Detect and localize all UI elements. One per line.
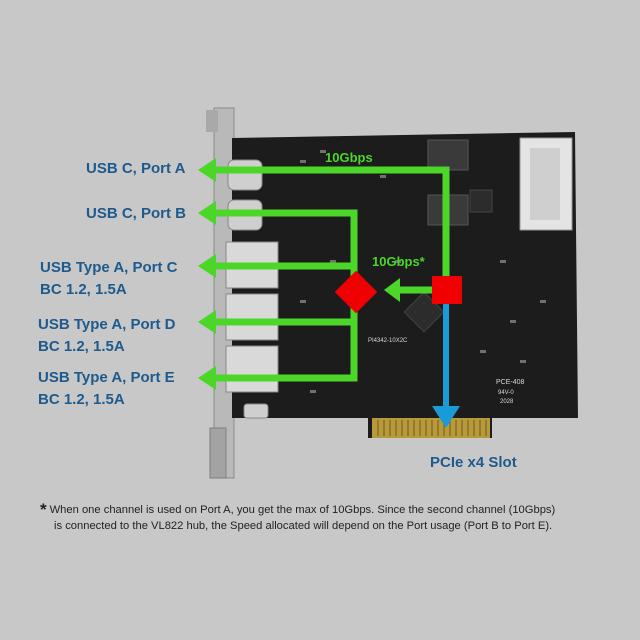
date-marking: 2028 bbox=[500, 399, 514, 405]
label-port-e: USB Type A, Port E BC 1.2, 1.5A bbox=[38, 367, 175, 411]
pcb-board: PI4342-10X2C PCE-408 94V-0 2028 bbox=[232, 132, 578, 438]
port-d-name: USB Type A, Port D bbox=[38, 316, 176, 333]
port-e-spec: BC 1.2, 1.5A bbox=[38, 391, 125, 408]
usb-a-port-d bbox=[225, 293, 279, 341]
port-c-name: USB Type A, Port C bbox=[40, 259, 178, 276]
arrowhead-port-e bbox=[198, 366, 216, 390]
port-e-name: USB Type A, Port E bbox=[38, 369, 175, 386]
speed-label-mid: 10Gbps* bbox=[372, 254, 425, 269]
label-port-a: USB C, Port A bbox=[86, 158, 185, 180]
arrowhead-pcie bbox=[432, 406, 460, 428]
port-b-name: USB C, Port B bbox=[86, 205, 187, 222]
port-d-spec: BC 1.2, 1.5A bbox=[38, 338, 125, 355]
green-data-paths bbox=[212, 166, 450, 382]
label-port-d: USB Type A, Port D BC 1.2, 1.5A bbox=[38, 314, 176, 358]
port-a-name: USB C, Port A bbox=[86, 160, 186, 177]
model-marking: PCE-408 bbox=[496, 379, 525, 386]
arrowhead-port-b bbox=[198, 201, 216, 225]
green-arrowheads bbox=[198, 158, 400, 390]
arrowhead-port-d bbox=[198, 310, 216, 334]
footnote-line2: is connected to the VL822 hub, the Speed… bbox=[54, 520, 553, 532]
label-port-b: USB C, Port B bbox=[86, 203, 186, 225]
rev-marking: 94V-0 bbox=[498, 390, 514, 396]
label-port-c: USB Type A, Port C BC 1.2, 1.5A bbox=[40, 257, 178, 301]
path-port-a bbox=[212, 166, 450, 280]
usb-a-port-e bbox=[225, 345, 279, 393]
hub-chip-marker bbox=[334, 270, 378, 314]
port-c-spec: BC 1.2, 1.5A bbox=[40, 281, 127, 298]
arrowhead-hub-link bbox=[384, 278, 400, 302]
usb-c-port-a bbox=[227, 159, 263, 191]
arrowhead-port-c bbox=[198, 254, 216, 278]
asterisk: * bbox=[40, 500, 47, 519]
speed-label-top: 10Gbps bbox=[325, 150, 373, 165]
footnote-line1: When one channel is used on Port A, you … bbox=[49, 504, 556, 516]
chip-marking: PI4342-10X2C bbox=[368, 338, 408, 344]
footnote: *When one channel is used on Port A, you… bbox=[40, 500, 610, 534]
blue-pcie-path bbox=[432, 300, 460, 428]
pcie-slot-label: PCIe x4 Slot bbox=[430, 454, 517, 471]
arrowhead-port-a bbox=[198, 158, 216, 182]
path-port-e bbox=[212, 290, 358, 382]
controller-marker bbox=[432, 276, 462, 304]
